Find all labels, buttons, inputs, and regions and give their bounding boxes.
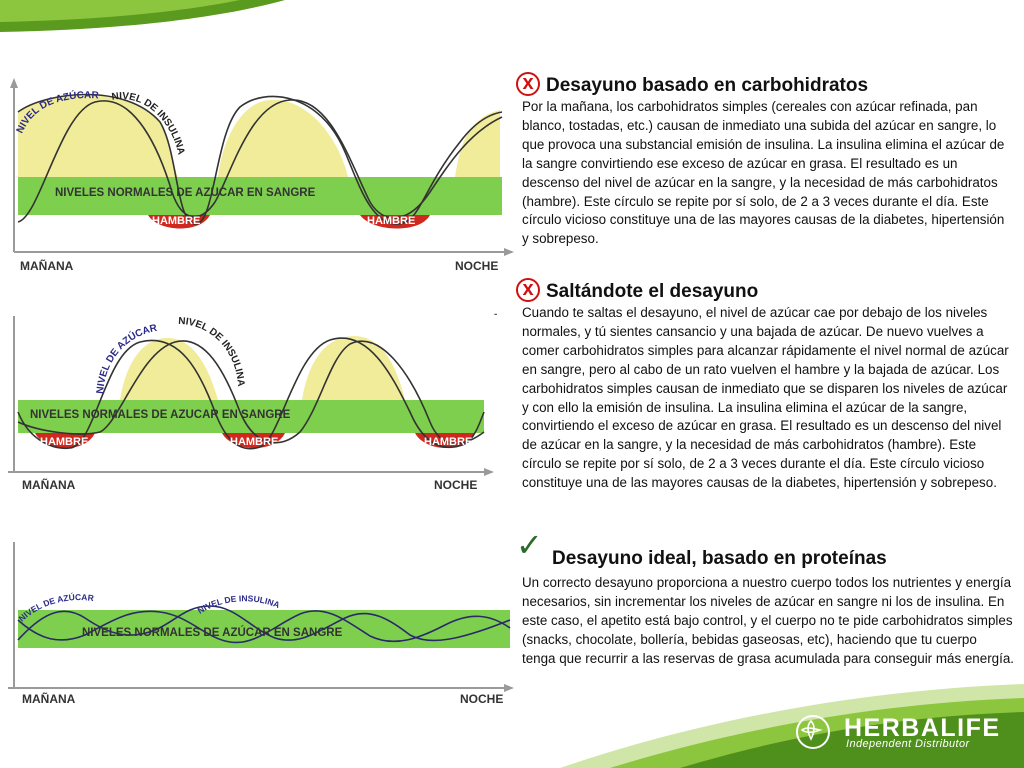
insulin-curve [17, 99, 503, 223]
hunger-label: HAMBRE [424, 436, 472, 448]
sugar-curve [17, 605, 511, 642]
check-mark-icon: ✓ [516, 527, 543, 563]
sugar-peak-fill [302, 336, 405, 400]
section-title: Desayuno ideal, basado en proteínas [552, 548, 887, 569]
x-mark-icon: x [516, 278, 540, 302]
x-axis-end-label: NOCHE [460, 692, 503, 706]
hunger-label: HAMBRE [40, 436, 88, 448]
diagram-protein-breakfast: NIVEL DE AZÚCAR NIVEL DE INSULINA NIVELE… [0, 540, 515, 710]
hunger-label: HAMBRE [230, 436, 278, 448]
x-axis-end-label: NOCHE [455, 259, 498, 273]
hunger-label: HAMBRE [367, 215, 415, 227]
sugar-curve [17, 337, 485, 450]
section-title: Desayuno basado en carbohidratos [546, 75, 869, 96]
section-title: Saltándote el desayuno [546, 281, 759, 302]
sugar-peak-fill [18, 94, 178, 177]
hunger-dip [360, 215, 430, 229]
hunger-dip [148, 215, 210, 229]
normal-band-label: NIVELES NORMALES DE AZUCAR EN SANGRE [30, 409, 291, 421]
normal-sugar-band [18, 177, 502, 215]
normal-band-label: NIVELES NORMALES DE AZUCAR EN SANGRE [55, 187, 316, 199]
section-body: Un correcto desayuno proporciona a nuest… [522, 575, 1015, 666]
top-green-swoosh [0, 0, 285, 32]
brand-name: HERBALIFE [844, 714, 1001, 742]
herbalife-logo: HERBALIFE Independent Distributor [796, 712, 1006, 762]
normal-sugar-band [18, 610, 510, 648]
x-mark-icon: x [516, 72, 540, 96]
section-skipped-breakfast: x Saltándote el desayuno Cuando te salta… [514, 278, 1016, 534]
insulin-curve [17, 340, 485, 445]
x-axis-start-label: MAÑANA [22, 691, 76, 706]
hunger-dip [35, 433, 95, 449]
section-protein-breakfast: ✓ Desayuno ideal, basado en proteínas Un… [514, 529, 1016, 710]
section-body: Cuando te saltas el desayuno, el nivel d… [522, 305, 1009, 491]
brand-tagline: Independent Distributor [846, 738, 970, 750]
section-body: Por la mañana, los carbohidratos simples… [522, 99, 1005, 247]
herbalife-leaf-icon [796, 715, 830, 749]
sugar-curve [17, 93, 503, 225]
sugar-peak-fill [120, 337, 218, 400]
diagram-carbohydrate-breakfast: NIVEL DE AZÚCAR NIVEL DE INSULINA NIVELE… [0, 72, 515, 278]
insulin-curve [17, 610, 511, 644]
sugar-peak-fill [455, 110, 500, 177]
normal-band-label: NIVELES NORMALES DE AZÚCAR EN SANGRE [82, 626, 343, 639]
diagram-skipped-breakfast: NIVEL DE AZÚCAR NIVEL DE INSULINA NIVELE… [0, 309, 515, 502]
stray-marker: - [494, 309, 497, 320]
sugar-peak-fill [218, 99, 348, 177]
x-axis-end-label: NOCHE [434, 478, 477, 492]
x-axis-start-label: MAÑANA [20, 258, 74, 273]
section-carbohydrate-breakfast: x Desayuno basado en carbohidratos Por l… [514, 72, 1016, 272]
x-axis-start-label: MAÑANA [22, 477, 76, 492]
hunger-label: HAMBRE [152, 215, 200, 227]
